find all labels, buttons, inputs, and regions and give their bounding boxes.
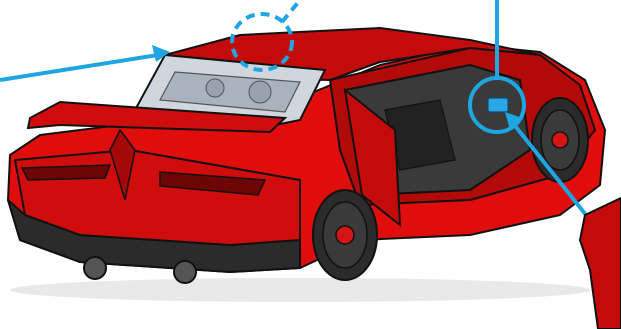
engine-part [206, 79, 224, 97]
engine-part [249, 81, 271, 103]
front-wheel [532, 98, 588, 182]
exhaust-pipe [174, 261, 196, 283]
ground-shadow [10, 278, 590, 302]
remote-control [580, 198, 621, 329]
interior-connector [488, 98, 508, 112]
exhaust-pipe [84, 257, 106, 279]
rear-wheel [313, 190, 377, 280]
tail-light-left [22, 165, 110, 180]
window-arrow [0, 45, 170, 80]
